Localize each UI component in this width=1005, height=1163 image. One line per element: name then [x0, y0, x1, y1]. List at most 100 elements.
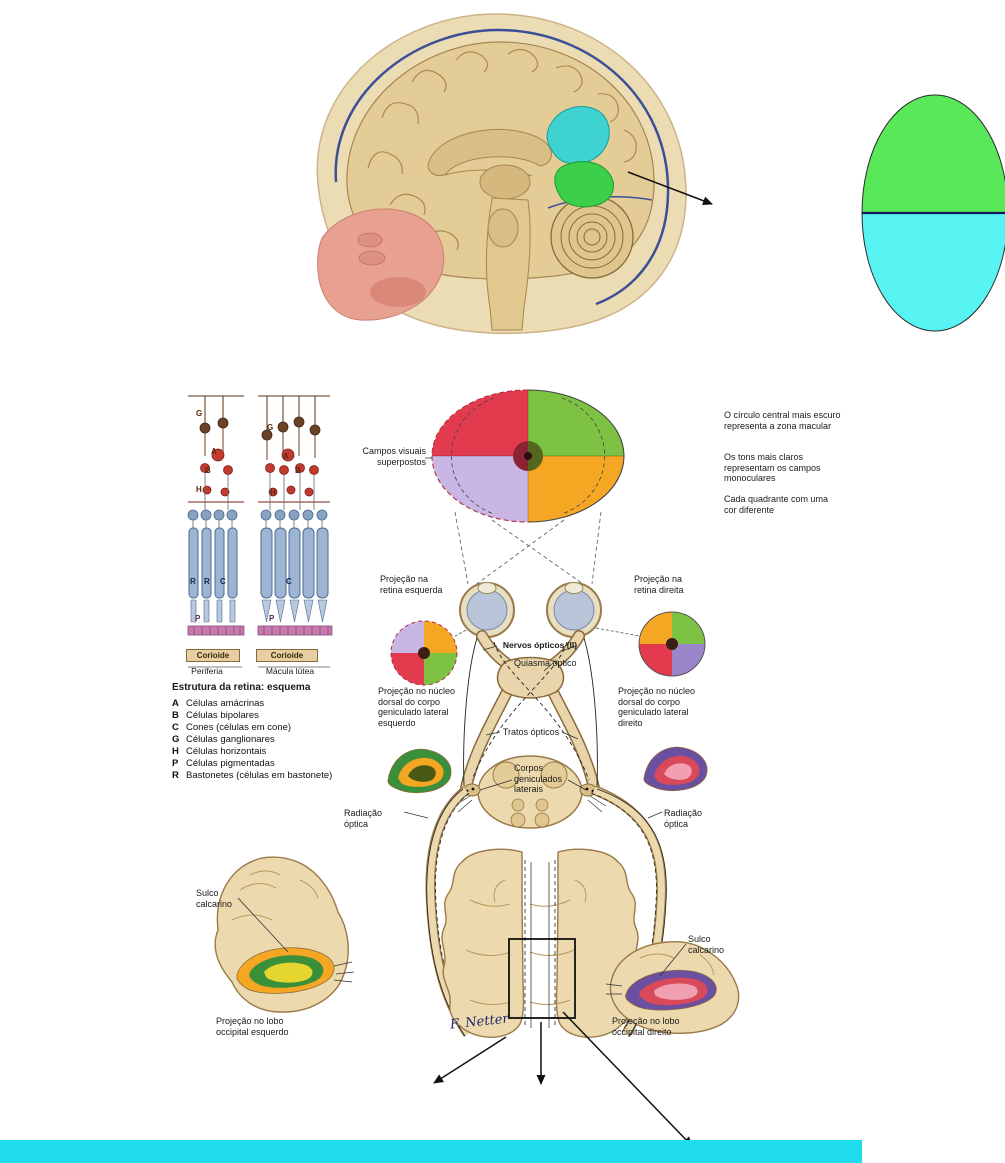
bottom-highlight-bar — [0, 1140, 862, 1163]
horizontal-cells — [202, 485, 314, 497]
upper-hemifield-green — [861, 94, 1005, 214]
label-periferia: Periferia — [191, 666, 223, 676]
tongue — [370, 277, 426, 307]
dura-line — [334, 28, 670, 306]
label-radiacao-optica-esq: Radiação óptica — [344, 808, 383, 829]
label-nervos-opticos: Nervos ópticos (II) — [502, 640, 578, 650]
nasal-concha-2 — [358, 250, 386, 266]
cell-letter-h: H — [270, 488, 276, 497]
cell-letter-h: H — [196, 485, 202, 494]
occipital-lobe-left — [214, 856, 355, 1013]
photoreceptor-nuclei — [187, 509, 328, 521]
field-to-eye-rays — [454, 511, 602, 587]
lower-hemifield-cyan — [861, 212, 1005, 332]
eye-right — [546, 582, 602, 638]
retina-schema-panel — [187, 395, 333, 668]
cell-letter-a: A — [283, 452, 289, 461]
note-campos-monoculares: Os tons mais claros representam os campo… — [724, 452, 821, 484]
pointer-lines — [237, 457, 687, 977]
visual-field-ellipse — [431, 389, 625, 523]
note-zona-macular: O círculo central mais escuro representa… — [724, 410, 841, 431]
brain-sagittal-figure — [316, 13, 687, 335]
amacrine-bipolar-cells — [200, 448, 319, 475]
rod-outer-segments — [190, 599, 236, 623]
cell-letter-b: B — [205, 466, 211, 475]
label-projecao-retina-dir: Projeção na retina direita — [634, 574, 684, 595]
retina-projection-left — [390, 620, 458, 686]
rod-cells — [188, 527, 238, 599]
fiber-lines — [463, 637, 598, 787]
optic-nerves-and-tracts — [460, 630, 600, 794]
label-tratos-opticos: Tratos ópticos — [502, 727, 560, 737]
tectum-highlight-cyan — [546, 106, 610, 165]
label-corpos-geniculados: Corpos geniculados laterais — [514, 763, 563, 795]
cell-letter-r: R — [204, 577, 210, 586]
cell-letter-b: B — [295, 466, 301, 475]
macula-right-half — [528, 441, 543, 471]
label-quiasma-optico: Quiasma óptico — [514, 658, 577, 668]
pons — [487, 208, 519, 248]
thalamus — [479, 164, 531, 200]
coronal-slice-left — [441, 848, 525, 1038]
hemifield-legend-ellipse — [861, 94, 1005, 332]
field-upper-right-quadrant — [528, 390, 624, 456]
field-lower-right-quadrant — [528, 456, 624, 522]
field-upper-left-quadrant — [432, 390, 528, 456]
label-radiacao-optica-dir: Radiação óptica — [664, 808, 703, 829]
label-sulco-calcarino-dir: Sulco calcarino — [688, 934, 725, 955]
arrow-to-hemifield-legend — [627, 171, 713, 206]
pigment-layer-left — [187, 625, 245, 636]
calcarine-focus-rectangle — [508, 938, 576, 1019]
ganglion-cells — [199, 416, 321, 441]
cell-letter-g: G — [267, 423, 274, 432]
label-projecao-nucleo-esq: Projeção no núcleo dorsal do corpo genic… — [378, 686, 456, 728]
cell-letter-r: R — [190, 577, 196, 586]
macula-left-half — [513, 441, 528, 471]
eye-left — [459, 582, 515, 638]
cone-cells — [260, 527, 329, 599]
cell-letter-c: C — [220, 577, 226, 586]
occipital-lobe-right — [605, 940, 740, 1034]
cell-letter-a: A — [211, 447, 217, 456]
label-macula-lutea: Mácula lútea — [265, 666, 315, 676]
corioide-box-left: Corioide — [186, 649, 240, 662]
cerebellum — [550, 195, 634, 279]
retina-projection-right — [638, 611, 706, 677]
corioide-box-right: Corioide — [256, 649, 318, 662]
label-projecao-retina-esq: Projeção na retina esquerda — [380, 574, 443, 595]
retina-schema-title: Estrutura da retina: esquema — [172, 682, 311, 693]
cerebellum-highlight-green — [554, 161, 615, 208]
lgn-projection-right — [643, 746, 708, 792]
label-projecao-nucleo-dir: Projeção no núcleo dorsal do corpo genic… — [618, 686, 696, 728]
cell-letter-g: G — [196, 409, 203, 418]
midline-fibers — [524, 860, 556, 1028]
field-lower-left-quadrant — [432, 456, 528, 522]
bottom-arrows — [433, 1011, 693, 1147]
visual-pathway-figure — [187, 389, 740, 1038]
cell-letter-p: P — [195, 614, 201, 623]
optic-chiasm — [496, 656, 565, 699]
pigment-layer-right — [257, 625, 333, 636]
corpus-callosum — [427, 129, 552, 177]
arrow-down-left — [433, 1036, 507, 1084]
cell-letter-c: C — [286, 577, 292, 586]
label-sulco-calcarino-esq: Sulco calcarino — [196, 888, 233, 909]
note-quadrante-cor: Cada quadrante com uma cor diferente — [724, 494, 829, 515]
cell-letter-p: P — [269, 614, 275, 623]
gyri-lines — [367, 48, 637, 251]
label-campos-visuais: Campos visuais superpostos — [362, 446, 426, 467]
lgn-projection-left — [387, 748, 452, 794]
label-projecao-lobo-esq: Projeção no lobo occipital esquerdo — [216, 1016, 289, 1037]
label-projecao-lobo-dir: Projeção no lobo occipital direito — [612, 1016, 680, 1037]
nasal-concha-1 — [357, 232, 383, 248]
